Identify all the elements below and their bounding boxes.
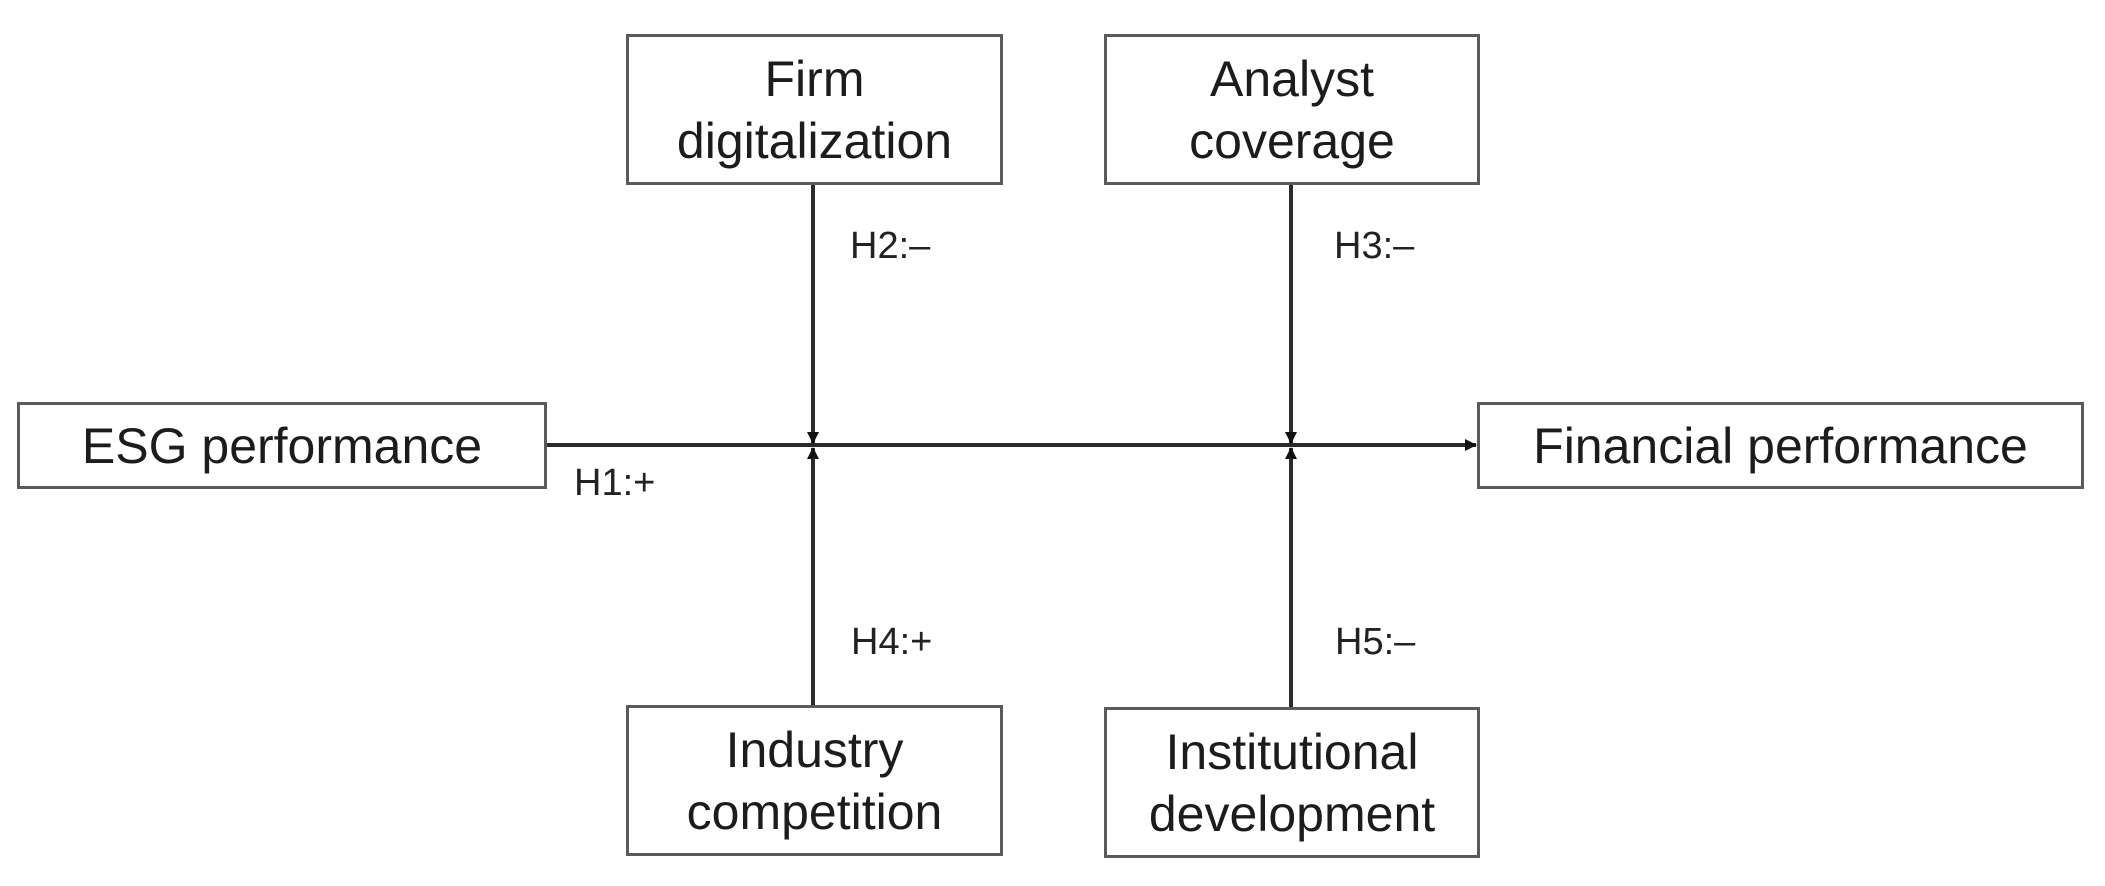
node-label-line1: Analyst — [1210, 50, 1374, 107]
node-label-line1: Industry — [725, 721, 904, 778]
node-label-line2: development — [1148, 785, 1436, 842]
node-label-line2: digitalization — [676, 112, 953, 169]
node-label-line2: coverage — [1189, 112, 1395, 169]
node-label: Financial performance — [1533, 417, 2028, 474]
node-label: ESG performance — [81, 417, 483, 474]
hypothesis-label-h2: H2:– — [850, 225, 931, 267]
hypothesis-label-h3: H3:– — [1334, 225, 1415, 267]
node-industry-competition: Industry competition — [626, 705, 1003, 856]
hypothesis-label-h1: H1:+ — [574, 462, 656, 504]
node-financial-performance: Financial performance — [1477, 402, 2084, 489]
node-label-line1: Firm — [764, 50, 865, 107]
node-label-line2: competition — [686, 783, 943, 840]
node-firm-digitalization: Firm digitalization — [626, 34, 1003, 185]
hypothesis-label-h5: H5:– — [1335, 621, 1416, 663]
node-label-line1: Institutional — [1165, 723, 1419, 780]
hypothesis-label-h4: H4:+ — [851, 621, 933, 663]
node-esg-performance: ESG performance — [17, 402, 547, 489]
node-institutional-development: Institutional development — [1104, 707, 1480, 858]
node-analyst-coverage: Analyst coverage — [1104, 34, 1480, 185]
